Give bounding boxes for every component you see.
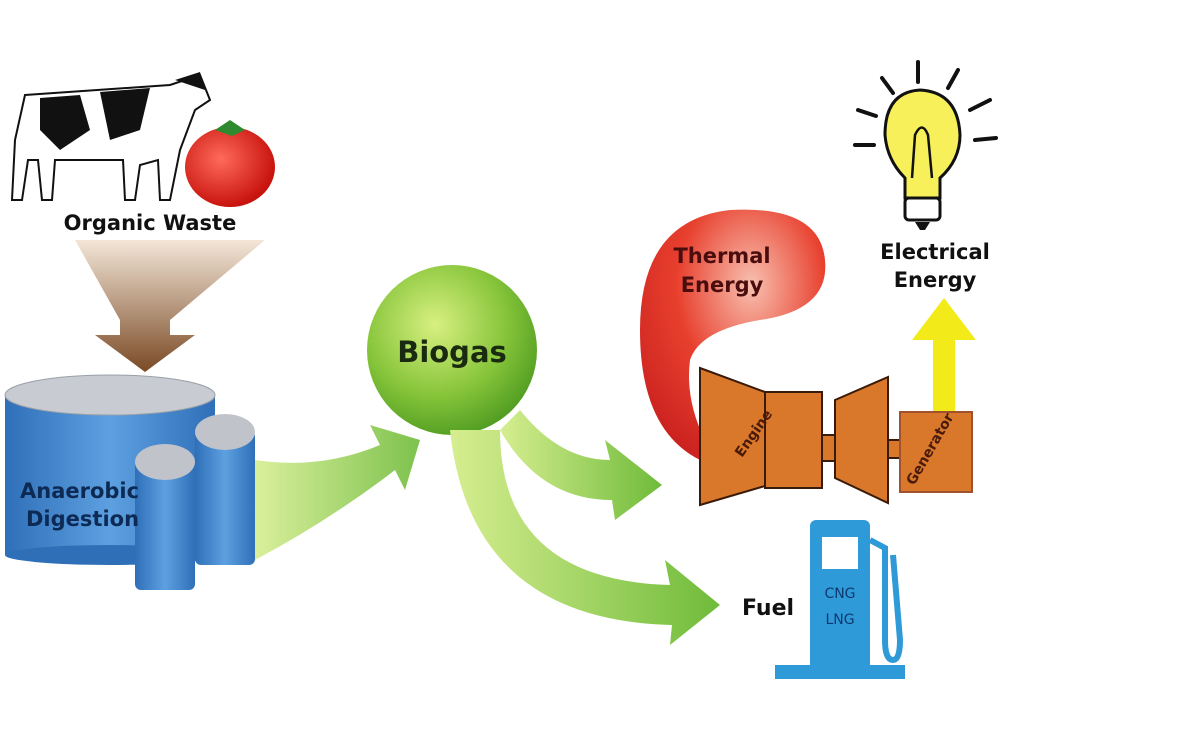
arrow-to-biogas: [255, 425, 420, 560]
thermal-energy-shape: [640, 209, 826, 460]
electric-arrow: [912, 298, 976, 412]
lightbulb-icon: [853, 60, 998, 230]
biogas-sphere: [367, 265, 537, 435]
anaerobic-label-line1: Anaerobic: [20, 479, 139, 503]
lng-label: LNG: [825, 612, 854, 628]
cow-icon: [10, 72, 212, 201]
engine-generator-icon: [699, 366, 973, 507]
anaerobic-label-line2: Digestion: [26, 507, 139, 531]
electrical-label-line1: Electrical: [880, 240, 990, 264]
cng-label: CNG: [824, 586, 855, 602]
tomato-icon: [185, 120, 275, 207]
funnel-arrow: [75, 240, 265, 372]
arrow-to-fuel: [450, 430, 720, 645]
thermal-label-line2: Energy: [681, 273, 764, 297]
biogas-label: Biogas: [397, 335, 507, 369]
arrow-to-engine: [500, 410, 662, 520]
electrical-label-line2: Energy: [894, 268, 977, 292]
thermal-label-line1: Thermal: [673, 244, 770, 268]
digester-tank-icon: [4, 374, 255, 590]
fuel-pump-icon: [775, 520, 905, 679]
organic-waste-label: Organic Waste: [64, 211, 237, 235]
fuel-label: Fuel: [742, 596, 794, 621]
